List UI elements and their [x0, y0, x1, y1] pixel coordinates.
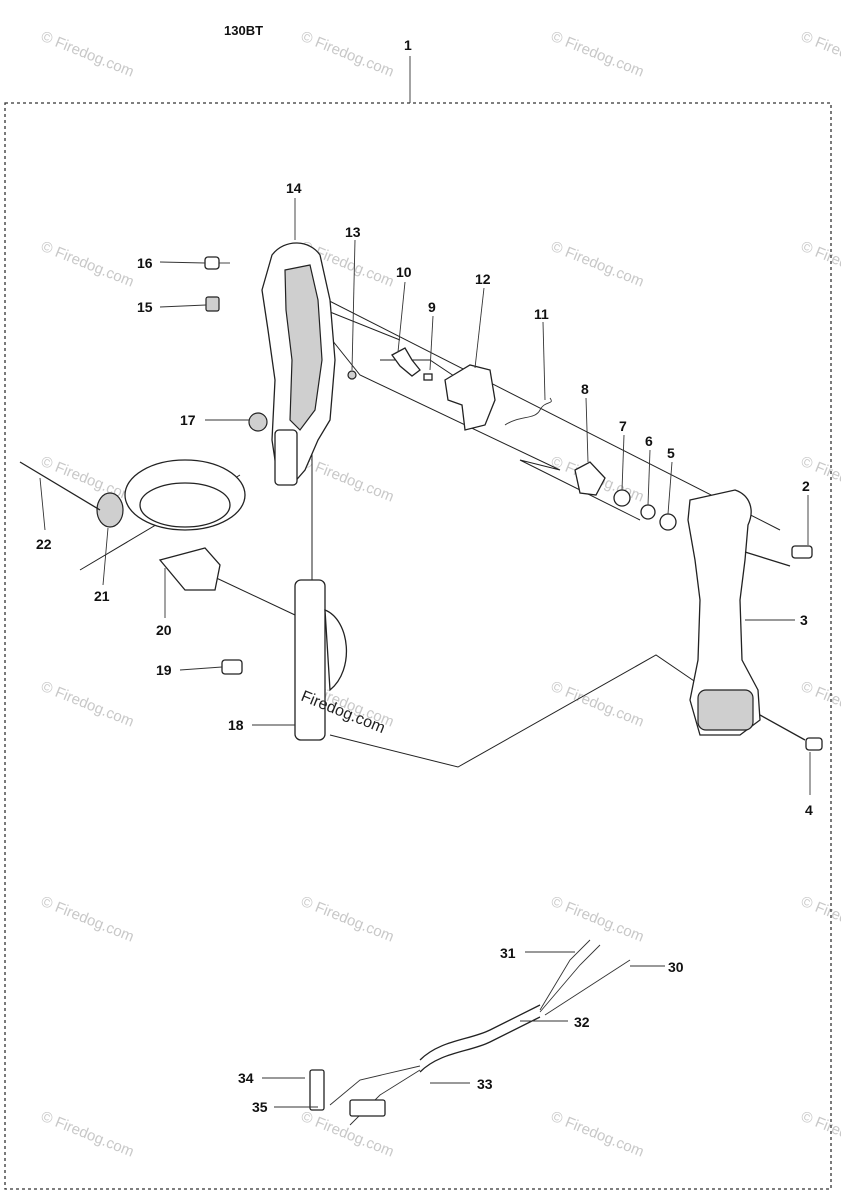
clip-19 — [221, 659, 243, 675]
watermark-tile: © Firedog.com — [39, 238, 137, 291]
watermark-tile: © Firedog.com — [799, 1108, 841, 1161]
watermark-tile: © Firedog.com — [549, 893, 647, 946]
washer-7 — [613, 489, 631, 507]
throttle-trigger-12 — [444, 364, 496, 431]
nut-13 — [347, 370, 357, 380]
bolt-22 — [19, 461, 101, 511]
bolt-4 — [759, 714, 823, 751]
callout-1: 1 — [404, 37, 412, 53]
watermark-tile: © Firedog.com — [549, 1108, 647, 1161]
callout-15: 15 — [137, 299, 153, 315]
watermark-tile: © Firedog.com — [39, 1108, 137, 1161]
callout-13: 13 — [345, 224, 361, 240]
callout-32: 32 — [574, 1014, 590, 1030]
callout-12: 12 — [475, 271, 491, 287]
watermark-tile: © Firedog.com — [299, 28, 397, 81]
callout-11: 11 — [534, 306, 549, 322]
spring-11 — [504, 397, 552, 426]
watermark-tile: © Firedog.com — [799, 678, 841, 731]
callout-33: 33 — [477, 1076, 493, 1092]
callout-21: 21 — [94, 588, 110, 604]
callout-5: 5 — [667, 445, 675, 461]
assembly-frame — [4, 102, 832, 1190]
watermark-tile: © Firedog.com — [39, 678, 137, 731]
callout-19: 19 — [156, 662, 172, 678]
watermark-tile: © Firedog.com — [39, 893, 137, 946]
watermark-tile: © Firedog.com — [799, 893, 841, 946]
callout-20: 20 — [156, 622, 172, 638]
lever-10 — [391, 347, 421, 377]
callout-6: 6 — [645, 433, 653, 449]
watermark-tile: © Firedog.com — [549, 28, 647, 81]
callout-2: 2 — [802, 478, 810, 494]
callout-22: 22 — [36, 536, 52, 552]
callout-labels: 1 2 3 4 5 6 7 8 9 10 11 12 13 14 15 16 1… — [36, 37, 813, 1115]
callout-17: 17 — [180, 412, 196, 428]
callout-16: 16 — [137, 255, 153, 271]
callout-9: 9 — [428, 299, 436, 315]
button-8 — [574, 461, 606, 496]
watermark-tile: © Firedog.com — [799, 238, 841, 291]
wiring-harness — [309, 939, 631, 1126]
watermark-tile: © Firedog.com — [39, 453, 137, 506]
callout-18: 18 — [228, 717, 244, 733]
knob-21 — [96, 492, 124, 528]
callout-10: 10 — [396, 264, 412, 280]
watermark-tile: © Firedog.com — [299, 893, 397, 946]
callout-30: 30 — [668, 959, 684, 975]
callout-7: 7 — [619, 418, 627, 434]
watermark-tile: © Firedog.com — [549, 678, 647, 731]
watermark-tile: © Firedog.com — [549, 238, 647, 291]
callout-35: 35 — [252, 1099, 268, 1115]
callout-leaders — [39, 198, 811, 1108]
callout-34: 34 — [238, 1070, 254, 1086]
callout-4: 4 — [805, 802, 813, 818]
handle-grip-3 — [687, 489, 761, 736]
clamp-ring-20 — [124, 459, 246, 591]
callout-31: 31 — [500, 945, 516, 961]
watermark-tile: © Firedog.com — [39, 28, 137, 81]
nut-17 — [248, 412, 268, 432]
bolt-2 — [744, 545, 813, 567]
washer-6 — [640, 504, 656, 520]
watermark-tile: © Firedog.com — [799, 28, 841, 81]
callout-8: 8 — [581, 381, 589, 397]
nut-15 — [205, 296, 220, 312]
shaft-tube-18 — [294, 579, 348, 741]
watermark-tile: © Firedog.com — [299, 453, 397, 506]
callout-3: 3 — [800, 612, 808, 628]
pin-9 — [423, 373, 433, 381]
control-handle-half — [261, 242, 336, 486]
model-label: 130BT — [224, 23, 263, 38]
nut-5 — [659, 513, 677, 531]
screw-16 — [204, 256, 230, 270]
callout-14: 14 — [286, 180, 302, 196]
